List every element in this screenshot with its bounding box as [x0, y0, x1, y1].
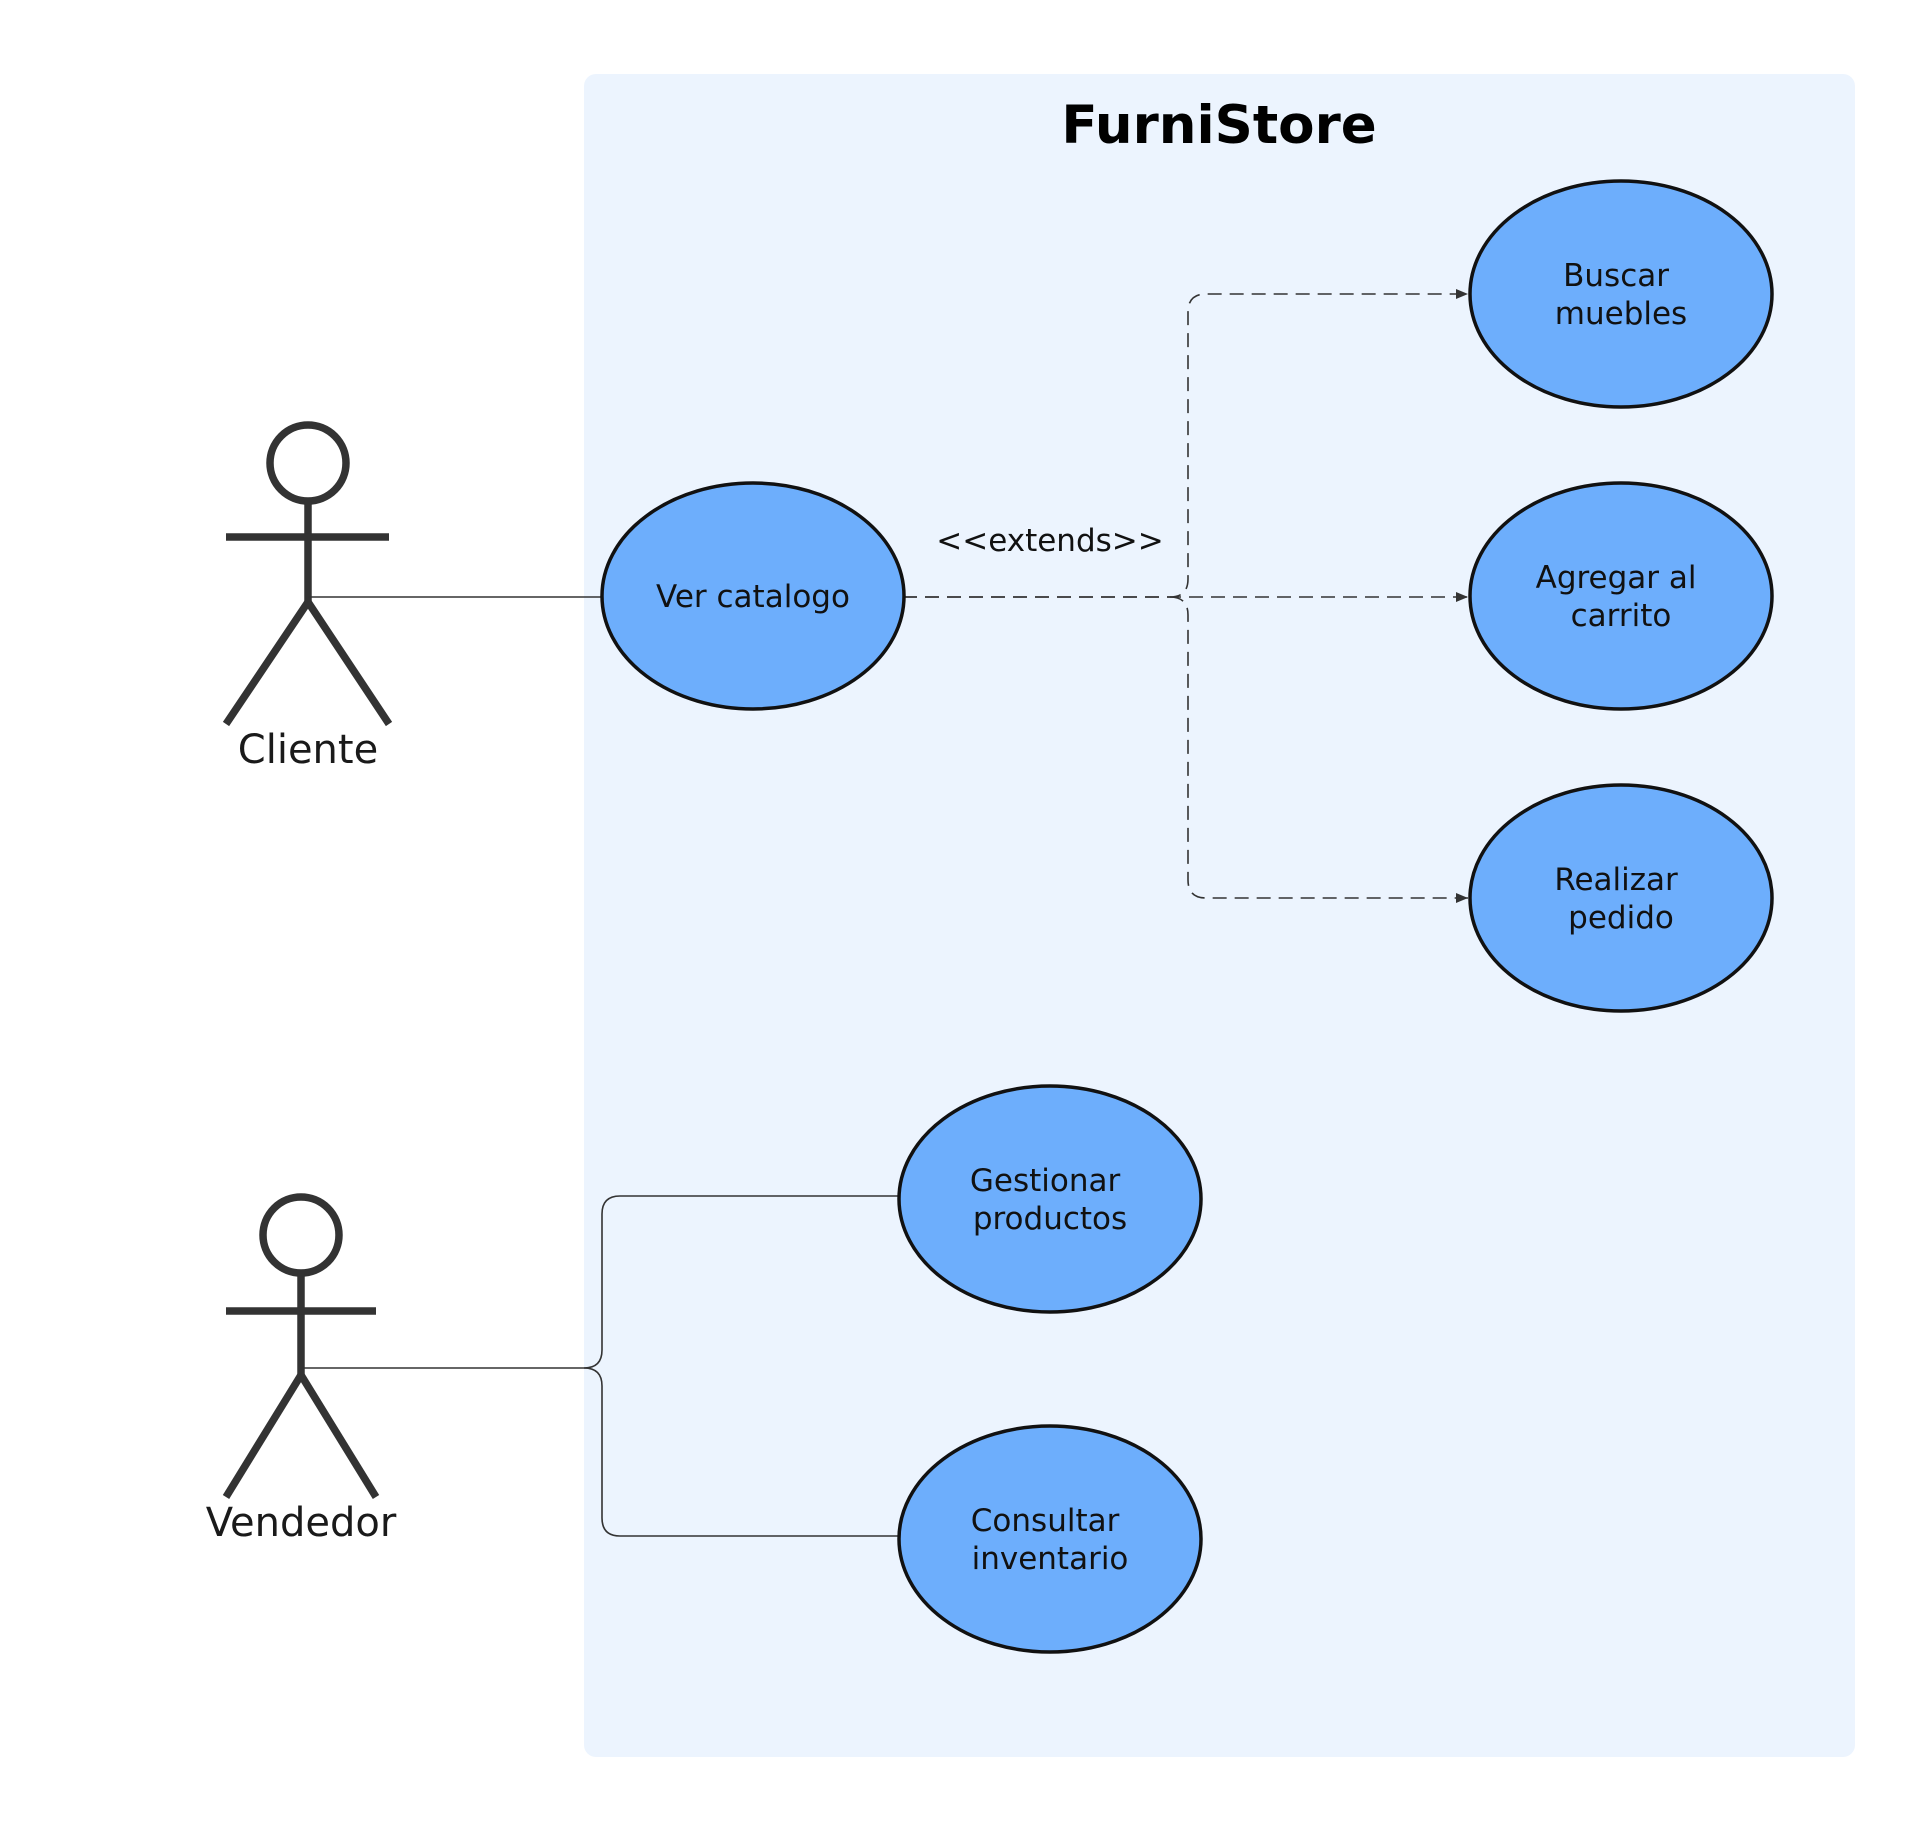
use-case-consultar-inventario[interactable]: Consultar inventario: [897, 1424, 1203, 1654]
use-case-ver-catalogo[interactable]: Ver catalogo: [600, 481, 906, 711]
use-case-realizar-pedido[interactable]: Realizar pedido: [1468, 783, 1774, 1013]
use-case-buscar-muebles[interactable]: Buscar muebles: [1468, 179, 1774, 409]
system-title: FurniStore: [1061, 95, 1376, 156]
use-case-consultar-inventario-label-line-2: inventario: [972, 1541, 1129, 1577]
extend-label: <<extends>>: [936, 523, 1163, 559]
use-case-agregar-carrito[interactable]: Agregar al carrito: [1468, 481, 1774, 711]
extend-edge-realizar-pedido: [1169, 596, 1468, 903]
actor-cliente-right-leg: [304, 599, 393, 727]
svg-text:Gestionar productos: Gestionar productos: [970, 1163, 1130, 1237]
use-case-agregar-carrito-label-line-2: carrito: [1571, 598, 1672, 634]
use-case-realizar-pedido-label-line-2: pedido: [1568, 900, 1674, 936]
actor-vendedor-right-leg: [297, 1373, 380, 1499]
actor-cliente: Cliente: [222, 421, 393, 773]
use-case-agregar-carrito-label-line-1: Agregar al: [1536, 560, 1697, 596]
system-boundary: [584, 74, 1855, 1757]
actor-vendedor-head: [259, 1193, 343, 1277]
actor-vendedor-label: Vendedor: [206, 1500, 397, 1546]
use-case-consultar-inventario-label-line-1: Consultar: [971, 1503, 1120, 1539]
svg-text:Agregar al carrito: Agregar al carrito: [1536, 560, 1707, 634]
actor-vendedor-left-leg: [222, 1373, 305, 1499]
actor-cliente-label: Cliente: [238, 727, 378, 773]
association-vendedor-gestionar-productos: [301, 1195, 898, 1369]
extend-edge-buscar-muebles: [903, 289, 1468, 598]
actor-cliente-left-leg: [222, 599, 312, 727]
svg-text:Realizar pedido: Realizar pedido: [1554, 862, 1687, 936]
association-vendedor-consultar-inventario: [583, 1367, 898, 1537]
use-case-buscar-muebles-label-line-2: muebles: [1555, 296, 1687, 332]
actor-vendedor: Vendedor: [206, 1193, 397, 1546]
use-case-gestionar-productos[interactable]: Gestionar productos: [897, 1084, 1203, 1314]
svg-text:Consultar inventario: Consultar inventario: [971, 1503, 1129, 1577]
svg-text:Buscar muebles: Buscar muebles: [1555, 258, 1687, 332]
use-case-gestionar-productos-label-line-1: Gestionar: [970, 1163, 1121, 1199]
actor-cliente-head: [266, 421, 350, 505]
svg-text:Ver catalogo: Ver catalogo: [656, 579, 850, 615]
use-case-realizar-pedido-label-line-1: Realizar: [1554, 862, 1678, 898]
use-case-buscar-muebles-label-line-1: Buscar: [1563, 258, 1669, 294]
use-case-ver-catalogo-label: Ver catalogo: [656, 579, 850, 615]
use-case-gestionar-productos-label-line-2: productos: [973, 1201, 1127, 1237]
